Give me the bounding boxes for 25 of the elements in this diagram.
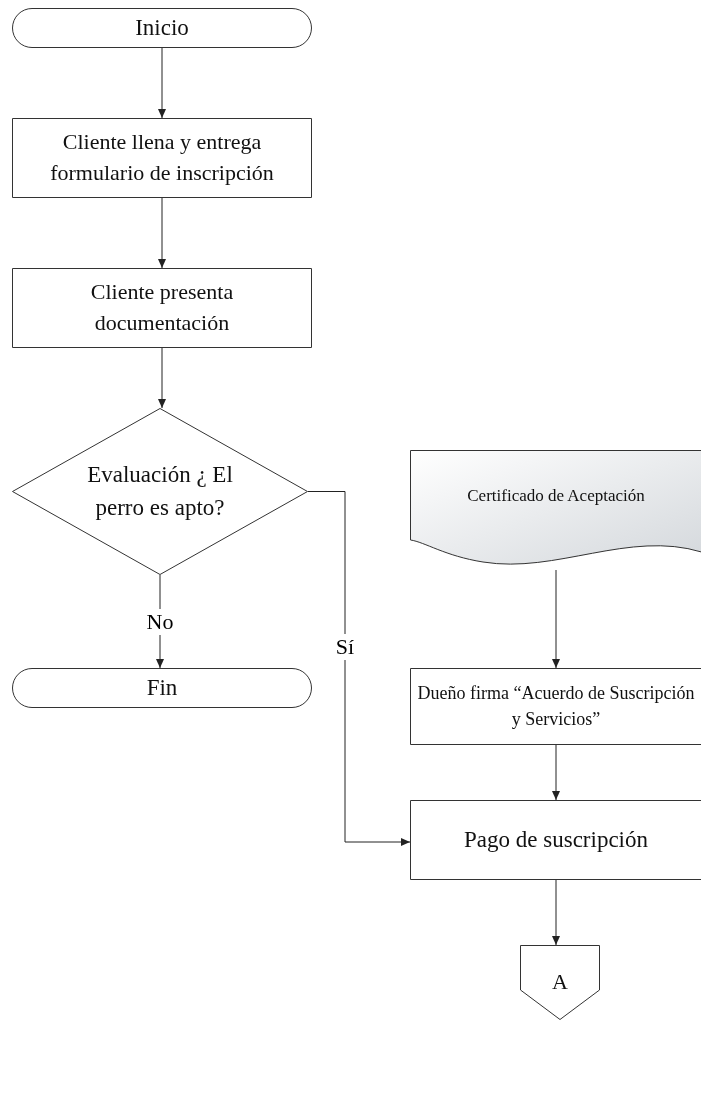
node-text: A xyxy=(552,968,568,996)
edge-label: No xyxy=(144,608,176,635)
node-text: Dueño firma “Acuerdo de Suscripción y Servicios” xyxy=(416,682,696,731)
off-page-connector xyxy=(520,945,600,1020)
arrow xyxy=(552,569,560,669)
arrow xyxy=(158,197,166,269)
node-text: Pago de suscripción xyxy=(464,825,648,854)
node-text: Fin xyxy=(146,673,178,702)
arrow xyxy=(552,744,560,801)
node-text: Cliente llena y entrega formulario de inscripción xyxy=(49,128,275,187)
node-text: Evaluación ¿ El perro es apto? xyxy=(86,461,234,522)
node-text: Inicio xyxy=(135,13,189,42)
decision-diamond xyxy=(12,408,308,575)
arrow xyxy=(552,879,560,946)
arrow xyxy=(158,47,166,119)
process-box xyxy=(410,668,701,745)
node-text: Cliente presenta documentación xyxy=(89,278,235,337)
process-box xyxy=(410,800,701,880)
arrow xyxy=(307,491,411,846)
arrow xyxy=(158,347,166,409)
terminator-shape xyxy=(12,668,312,708)
node-text: Certificado de Aceptación xyxy=(467,485,645,508)
process-box xyxy=(12,118,312,198)
terminator-shape xyxy=(12,8,312,48)
process-box xyxy=(12,268,312,348)
